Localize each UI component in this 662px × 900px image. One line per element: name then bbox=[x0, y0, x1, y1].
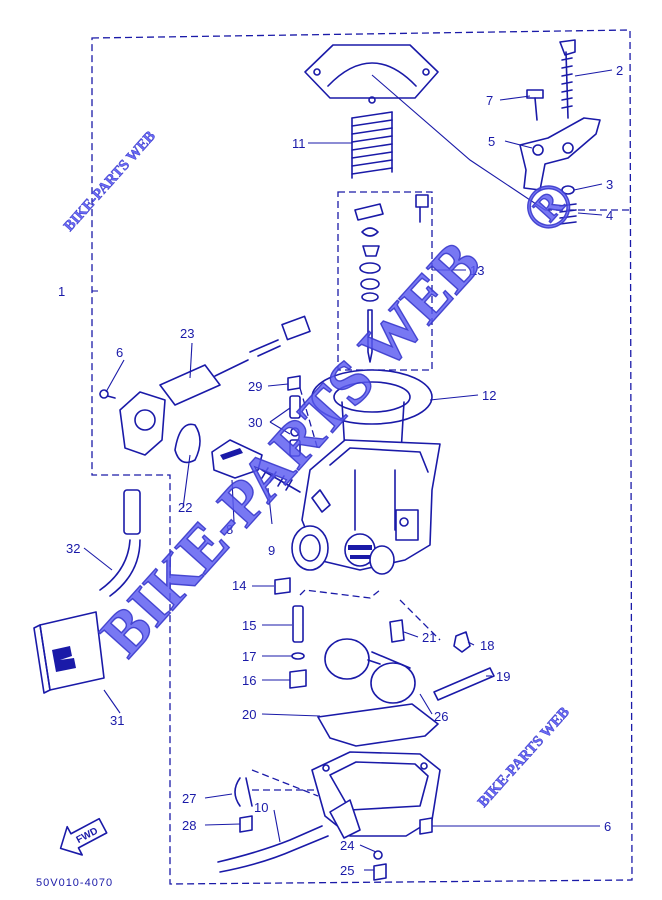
throttle-sensor bbox=[99, 315, 311, 456]
callout-2: 2 bbox=[616, 63, 623, 78]
drain-hose-parts bbox=[217, 769, 433, 881]
watermark-registered: ® bbox=[508, 167, 590, 247]
pilot-jet-parts bbox=[274, 577, 307, 689]
callout-3: 3 bbox=[606, 177, 613, 192]
throttle-lever bbox=[519, 39, 601, 225]
assembly-outline bbox=[91, 29, 633, 885]
jet-needle-parts bbox=[354, 194, 429, 363]
idle-screw bbox=[211, 439, 301, 493]
callout-23: 23 bbox=[180, 326, 194, 341]
callout-7: 7 bbox=[486, 93, 493, 108]
callout-25: 25 bbox=[340, 863, 354, 878]
watermark-small-bottom: BIKE-PARTS WEB bbox=[475, 704, 573, 810]
callout-26: 26 bbox=[434, 709, 448, 724]
callout-14: 14 bbox=[232, 578, 246, 593]
callout-31: 31 bbox=[110, 713, 124, 728]
forward-arrow: FWD bbox=[59, 817, 108, 856]
float bbox=[324, 638, 416, 704]
top-cover bbox=[304, 44, 439, 104]
sensor-gasket bbox=[174, 423, 201, 464]
drawing-code: 50V010-4070 bbox=[36, 877, 113, 889]
diaphragm-spring bbox=[351, 111, 393, 179]
idle-jet-parts bbox=[287, 375, 319, 457]
callout-29: 29 bbox=[248, 379, 262, 394]
callout-8: 8 bbox=[226, 522, 233, 537]
callout-1: 1 bbox=[58, 284, 65, 299]
callout-11: 11 bbox=[292, 136, 306, 151]
callout-17: 17 bbox=[242, 649, 256, 664]
callout-labels: 1 2 3 4 5 6 7 8 9 10 11 12 13 14 15 16 1… bbox=[58, 63, 623, 878]
callout-24: 24 bbox=[340, 838, 354, 853]
callout-9: 9 bbox=[268, 543, 275, 558]
watermark-small-top: BIKE-PARTS WEB bbox=[61, 128, 159, 234]
callout-6-lower: 6 bbox=[604, 819, 611, 834]
callout-15: 15 bbox=[242, 618, 256, 633]
callout-6: 6 bbox=[116, 345, 123, 360]
vent-hose-and-canister bbox=[33, 489, 141, 694]
callout-4: 4 bbox=[606, 208, 613, 223]
callout-10: 10 bbox=[254, 800, 268, 815]
callout-13: 13 bbox=[470, 263, 484, 278]
leader-lines bbox=[83, 69, 613, 871]
callout-22: 22 bbox=[178, 500, 192, 515]
bowl-gasket bbox=[317, 703, 439, 747]
callout-30: 30 bbox=[248, 415, 262, 430]
callout-12: 12 bbox=[482, 388, 496, 403]
main-jet-parts bbox=[299, 589, 495, 701]
callout-20: 20 bbox=[242, 707, 256, 722]
callout-5: 5 bbox=[488, 134, 495, 149]
callout-16: 16 bbox=[242, 673, 256, 688]
callout-28: 28 bbox=[182, 818, 196, 833]
callout-27: 27 bbox=[182, 791, 196, 806]
diaphragm bbox=[311, 369, 433, 471]
callout-18: 18 bbox=[480, 638, 494, 653]
callout-19: 19 bbox=[496, 669, 510, 684]
callout-21: 21 bbox=[422, 630, 436, 645]
carburetor-body bbox=[291, 439, 441, 575]
callout-32: 32 bbox=[66, 541, 80, 556]
